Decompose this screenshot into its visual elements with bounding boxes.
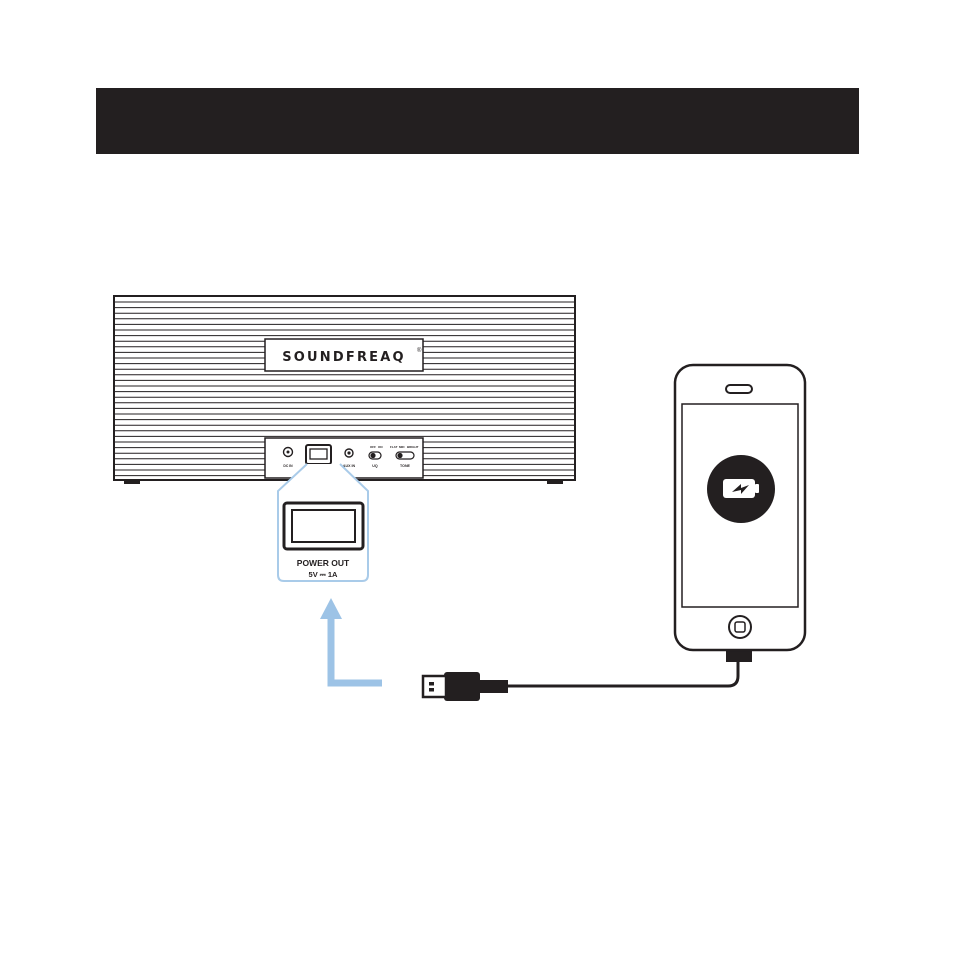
dc-in-port	[282, 446, 294, 458]
switch2-option-mid: MID	[399, 445, 405, 449]
brand-registered-mark: ®	[417, 347, 422, 354]
usb-callout: POWER OUT 5V ⎓ 1A	[277, 463, 369, 582]
arrow-head	[320, 598, 342, 619]
dc-in-pin	[286, 450, 290, 454]
switch1-option-on: ON	[378, 445, 383, 449]
callout-usb-slot	[291, 509, 356, 543]
usb-plug-hole-bottom	[429, 688, 434, 692]
usb-plug-hole-top	[429, 682, 434, 686]
aux-in-port	[344, 448, 354, 458]
switch2-label: TONE	[400, 464, 411, 468]
battery-charging-icon	[707, 455, 775, 523]
home-button	[728, 615, 752, 639]
speaker: SOUNDFREAQ ® DC IN POWER OUT AUX IN OFF …	[113, 295, 576, 484]
dc-in-label: DC IN	[283, 464, 293, 468]
speaker-foot-right	[547, 480, 563, 484]
usb-port-slot	[309, 448, 328, 460]
header-bar	[96, 88, 859, 154]
usb-plug-housing	[444, 672, 480, 701]
callout-title: POWER OUT	[297, 558, 350, 568]
phone-earpiece	[725, 384, 753, 394]
callout-rating: 5V ⎓ 1A	[309, 570, 338, 579]
home-button-square	[734, 621, 746, 633]
cable-strain-relief	[478, 680, 508, 693]
logo-plate	[264, 338, 424, 372]
usb-plug-icon	[421, 674, 448, 699]
dock-connector	[726, 651, 752, 662]
aux-in-pin	[347, 451, 351, 455]
brand-logo: SOUNDFREAQ	[282, 350, 406, 365]
phone	[673, 363, 807, 652]
aux-in-label: AUX IN	[343, 464, 356, 468]
up-arrow-icon	[320, 598, 382, 687]
speaker-foot-left	[124, 480, 140, 484]
switch1-knob	[370, 452, 376, 459]
switch2-option-bright: BRIGHT	[407, 445, 419, 449]
battery-terminal	[755, 484, 759, 493]
switch1-label: UQ	[372, 464, 378, 468]
cable-wire	[500, 662, 740, 688]
lightning-bolt	[732, 484, 749, 494]
usb-cable	[421, 651, 752, 701]
arrow-shaft	[327, 615, 382, 687]
switch2-knob	[397, 452, 403, 459]
switch1-option-off: OFF	[370, 445, 376, 449]
switch2-option-flat: FLAT	[390, 445, 398, 449]
